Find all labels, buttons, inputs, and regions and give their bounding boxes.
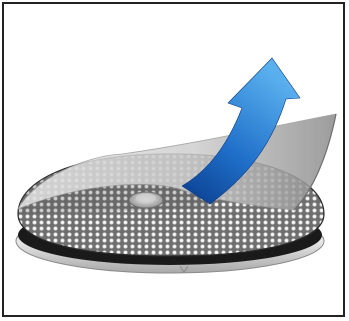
illustration-frame (2, 2, 345, 317)
illustration (4, 4, 343, 315)
